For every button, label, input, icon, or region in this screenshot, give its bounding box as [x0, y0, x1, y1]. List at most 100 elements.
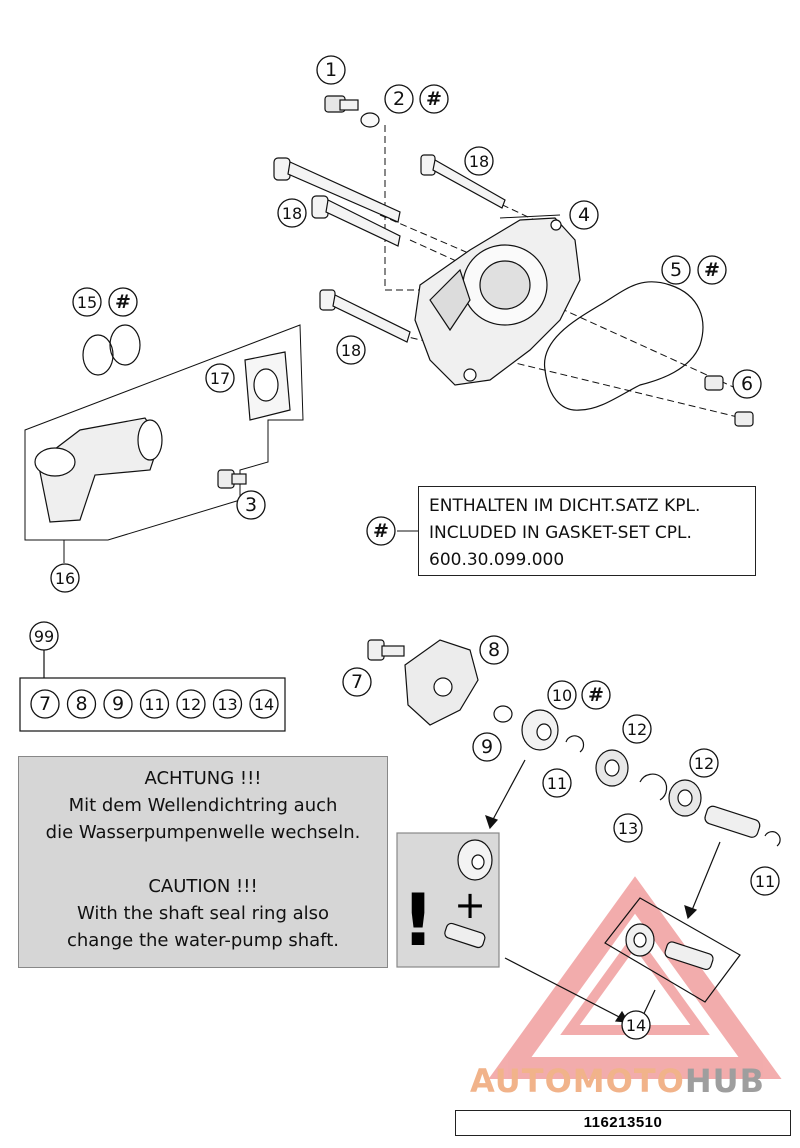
replacement-parts-box: [396, 832, 500, 968]
callout-number: 6: [741, 373, 753, 395]
assembled-shaft-inset: [604, 897, 741, 1023]
plus-sign: +: [454, 883, 486, 927]
callout-number: 12: [694, 754, 714, 773]
callout-number: 18: [341, 341, 361, 360]
shaft-14-icon: [704, 805, 761, 838]
kit-item: 8: [66, 689, 97, 719]
watermark-part1: AUTOMOTO: [470, 1062, 685, 1100]
impeller-shaft-assembly: [367, 639, 781, 1023]
o-ring-15b-icon: [109, 324, 141, 366]
callout-number: 16: [55, 569, 75, 588]
callout-circle: [622, 714, 652, 744]
kit-item-circle: [212, 689, 243, 719]
note-part-number: 600.30.099.000: [429, 550, 565, 570]
callout-number: 17: [210, 369, 230, 388]
callout-c11b: 11: [750, 866, 780, 896]
callout-number: 11: [547, 774, 567, 793]
kit-item-number: 14: [254, 695, 274, 714]
callout-c6: 6: [732, 369, 762, 399]
kit-item-circle: [249, 689, 279, 719]
callout-circle: [316, 55, 346, 85]
callout-c2h: #: [419, 84, 449, 114]
bolt-1-icon: [324, 95, 359, 113]
callout-number: 2: [393, 88, 405, 110]
callout-circle: [342, 667, 372, 697]
kit-item-circle: [139, 689, 170, 719]
callout-c4: 4: [569, 200, 599, 230]
callout-c18c: 18: [336, 335, 366, 365]
pump-cover-icon: [414, 217, 581, 386]
caution-panel: ACHTUNG !!! Mit dem Wellendichtring auch…: [18, 756, 388, 968]
seal-10-icon: [521, 709, 559, 751]
screw-3-icon: [217, 469, 247, 489]
callout-circle: [732, 369, 762, 399]
callout-circle: [236, 490, 266, 520]
callout-c15: 15: [72, 287, 102, 317]
bolt-7-icon: [367, 639, 405, 661]
callout-number: #: [373, 520, 389, 542]
callout-circle: [542, 768, 572, 798]
impeller-8-icon: [404, 639, 479, 726]
washer-2-icon: [360, 112, 380, 128]
gasket-5-icon: [544, 281, 704, 411]
callout-c12b: 12: [689, 748, 719, 778]
exclamation-mark: !: [402, 878, 435, 962]
callout-number: 9: [481, 736, 493, 758]
callout-c1: 1: [316, 55, 346, 85]
callout-number: #: [115, 291, 131, 313]
kit-item-number: 9: [112, 693, 124, 715]
callout-circle: [50, 563, 80, 593]
callout-number: 8: [488, 639, 500, 661]
callout-c11a: 11: [542, 768, 572, 798]
kit-item-number: 12: [181, 695, 201, 714]
callout-circle: [661, 255, 691, 285]
kit-item-circle: [66, 689, 97, 719]
callout-chash: #: [366, 516, 396, 546]
callout-c8: 8: [479, 635, 509, 665]
watermark-part2: HUB: [684, 1062, 766, 1100]
note-line-de: ENTHALTEN IM DICHT.SATZ KPL.: [429, 496, 701, 516]
callout-number: 18: [282, 204, 302, 223]
kit-item-number: 13: [217, 695, 237, 714]
bushing-6-icon: [704, 375, 754, 427]
callout-circle: [336, 335, 366, 365]
pump-cover-assembly: [273, 95, 754, 427]
callout-c18a: 18: [464, 146, 494, 176]
note-line-en: INCLUDED IN GASKET-SET CPL.: [429, 523, 692, 543]
kit-item: 7: [30, 689, 60, 719]
warning-de-line1: Mit dem Wellendichtring auch: [68, 795, 338, 816]
callout-circle: [750, 866, 780, 896]
circlip-13-icon: [639, 773, 668, 801]
callout-number: 5: [670, 259, 682, 281]
callout-number: 1: [325, 59, 337, 81]
callout-number: 4: [578, 204, 590, 226]
elbow-16-icon: [34, 417, 163, 523]
callout-circle: [581, 680, 611, 710]
kit-item: 11: [139, 689, 170, 719]
callout-c12a: 12: [622, 714, 652, 744]
callout-c99: 99: [29, 621, 59, 651]
kit-item-circle: [103, 689, 133, 719]
callout-circle: [472, 732, 502, 762]
callout-c9: 9: [472, 732, 502, 762]
callout-c18b: 18: [277, 198, 307, 228]
callout-c16: 16: [50, 563, 80, 593]
gasket-set-note: ENTHALTEN IM DICHT.SATZ KPL. INCLUDED IN…: [418, 486, 756, 576]
callout-number: 13: [618, 819, 638, 838]
kit-item: 9: [103, 689, 133, 719]
warning-en-title: CAUTION !!!: [148, 876, 258, 897]
callout-circle: [205, 363, 235, 393]
callout-number: 11: [755, 872, 775, 891]
callout-leaders: [63, 214, 561, 563]
callout-circle: [72, 287, 102, 317]
callout-c10: 10: [547, 680, 577, 710]
warning-en-line2: change the water-pump shaft.: [67, 930, 339, 951]
callout-number: #: [588, 684, 604, 706]
kit-item-circle: [30, 689, 60, 719]
callout-circle: [384, 84, 414, 114]
bearing-12-icon: [595, 749, 702, 817]
callout-c13: 13: [613, 813, 643, 843]
drawing-code: 116213510: [455, 1110, 791, 1136]
callout-number: 99: [34, 627, 54, 646]
kit-item: 12: [176, 689, 206, 719]
